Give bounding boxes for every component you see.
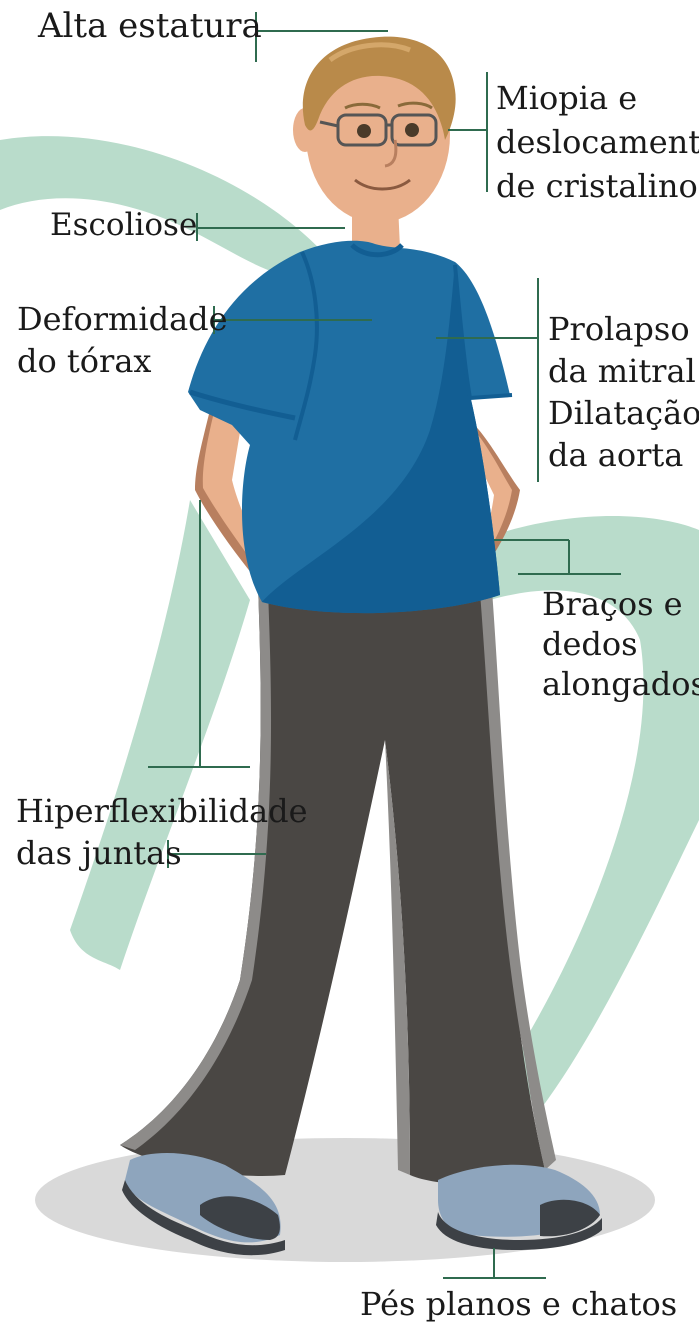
label-cardio-line: da aorta: [548, 436, 684, 474]
label-miopia-line: deslocamento: [496, 123, 699, 161]
label-cardiovascular: Prolapso da mitral Dilatação da aorta: [548, 308, 699, 476]
label-miopia-line: de cristalino: [496, 167, 698, 205]
hair: [302, 36, 456, 140]
glasses: [319, 113, 438, 147]
label-cardio-line: Dilatação: [548, 394, 699, 432]
label-bracos-dedos: Braços e dedos alongados: [542, 584, 699, 704]
label-pes-planos: Pés planos e chatos: [360, 1285, 678, 1323]
leader-lines: [148, 12, 621, 1279]
background-ribbon-right: [480, 516, 699, 1110]
label-bracos-line: dedos: [542, 625, 638, 663]
head: [306, 47, 450, 223]
label-hiperflexibilidade: Hiperflexibilidade das juntas: [16, 790, 308, 874]
background-ribbon-left-tail: [70, 500, 250, 970]
label-cardio-line: Prolapso: [548, 310, 690, 348]
label-escoliose: Escoliose: [50, 207, 198, 243]
label-alta-estatura: Alta estatura: [38, 6, 262, 46]
label-deformidade-torax: Deformidade do tórax: [17, 298, 228, 382]
label-hiperflex-line: Hiperflexibilidade: [16, 792, 308, 830]
label-deformidade-line: Deformidade: [17, 300, 228, 338]
label-miopia: Miopia e deslocamento de cristalino: [496, 76, 699, 208]
background-ribbon-left: [0, 136, 330, 277]
label-bracos-line: alongados: [542, 665, 699, 703]
label-bracos-line: Braços e: [542, 585, 683, 623]
label-miopia-line: Miopia e: [496, 79, 638, 117]
label-hiperflex-line: das juntas: [16, 834, 182, 872]
label-cardio-line: da mitral: [548, 352, 696, 390]
label-deformidade-line: do tórax: [17, 342, 152, 380]
